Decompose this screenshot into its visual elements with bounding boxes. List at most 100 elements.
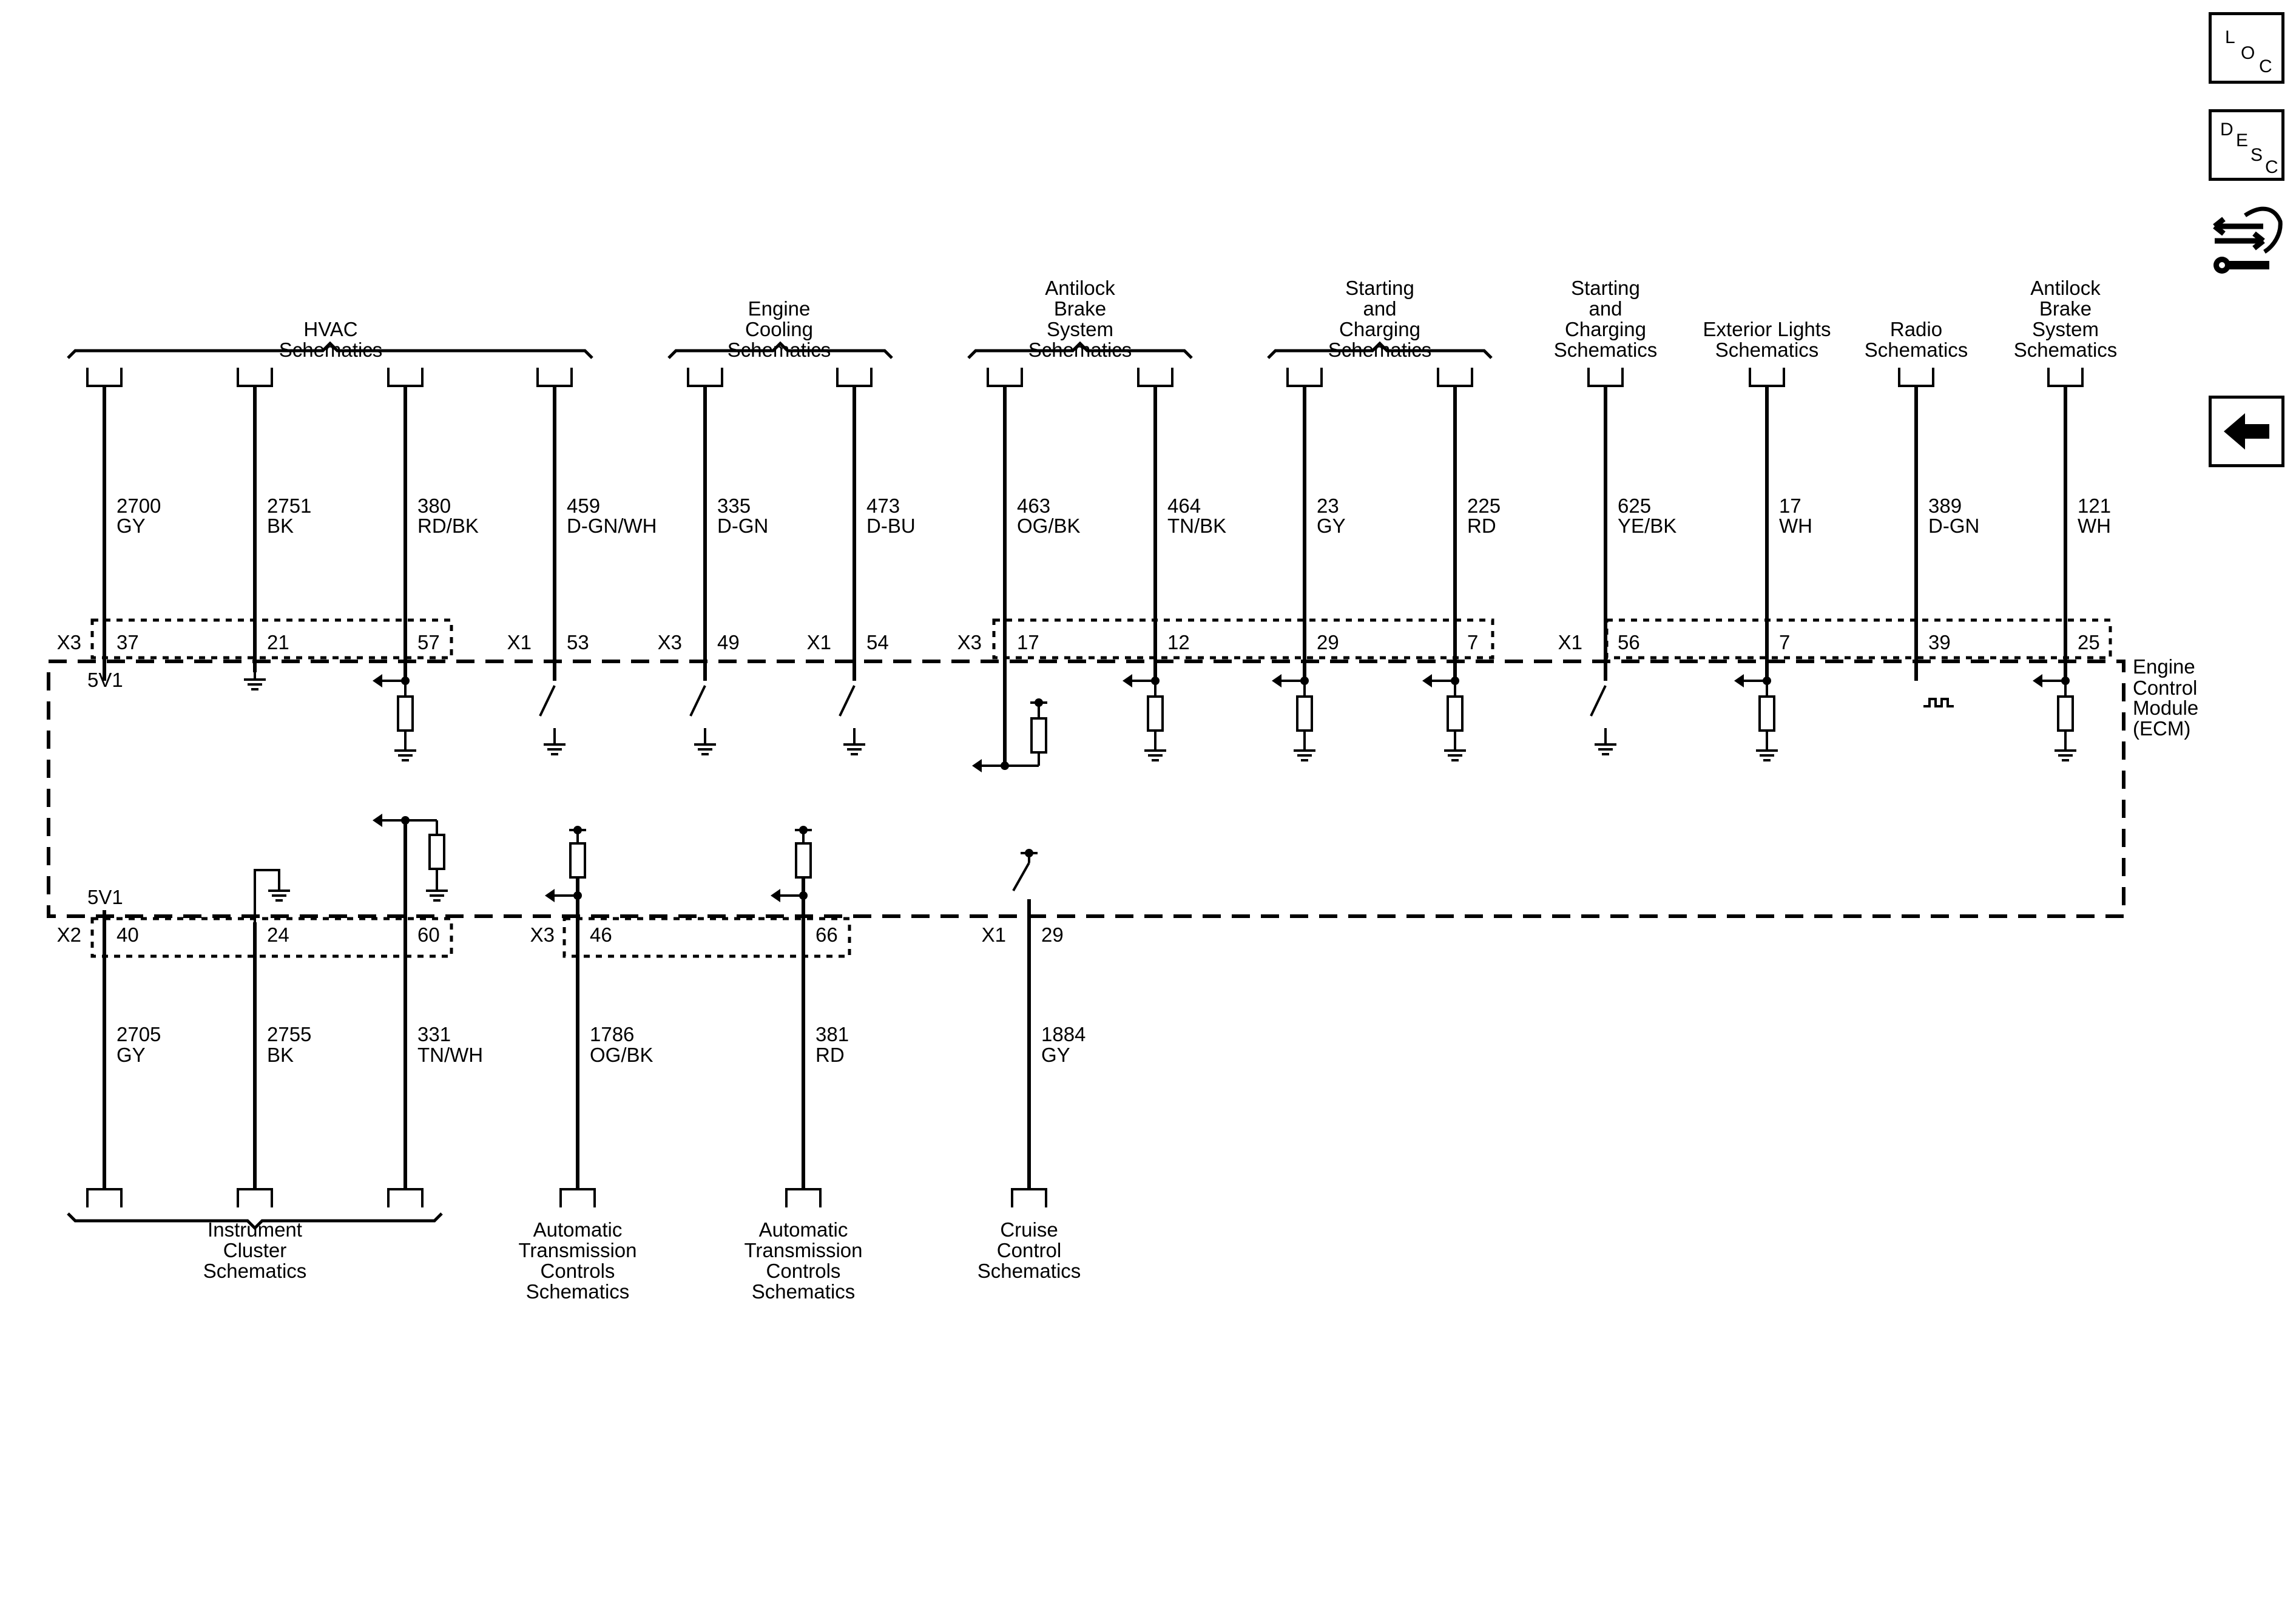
terminal-cavity — [836, 368, 873, 387]
bracket — [967, 341, 1193, 359]
wire-color: YE/BK — [1618, 515, 1676, 537]
terminal-cavity — [536, 368, 573, 387]
ecm-internal-symbols — [103, 658, 2076, 922]
terminal-cavity — [1011, 1188, 1047, 1207]
back-arrow-icon — [2224, 413, 2269, 450]
destination-label: Controls — [541, 1260, 615, 1282]
pin-number: 49 — [717, 631, 740, 653]
back-button[interactable] — [2209, 396, 2284, 467]
signal-arrow-icon — [373, 674, 382, 687]
loc-letter: O — [2241, 43, 2255, 63]
destination-label: Brake — [2039, 297, 2092, 320]
pin-number: 29 — [1317, 631, 1339, 653]
pin-number: 24 — [267, 923, 289, 946]
signal-arrow-icon — [1734, 674, 1744, 687]
destination-label: HVAC — [303, 318, 357, 340]
connector-id: X3 — [658, 631, 682, 653]
pin-number: 53 — [567, 631, 589, 653]
pin-number: 12 — [1167, 631, 1190, 653]
ecm-module-label: Engine Control Module (ECM) — [2133, 655, 2198, 740]
connector-outlines — [90, 618, 2112, 958]
wire-number: 1786 — [590, 1023, 634, 1045]
terminal-cavity — [86, 368, 123, 387]
terminal-cavity — [86, 1188, 123, 1207]
destination-label: and — [1363, 297, 1396, 320]
pin-number: 17 — [1017, 631, 1039, 653]
wire-number: 625 — [1618, 495, 1651, 517]
pin-number: 56 — [1618, 631, 1640, 653]
destination-label: Starting — [1571, 277, 1640, 299]
pin-number: 7 — [1467, 631, 1478, 653]
destination-label: Schematics — [977, 1260, 1081, 1282]
reference-label: 5V1 — [87, 886, 123, 908]
connector-outline — [1605, 618, 2112, 660]
ecm-module-outline — [47, 660, 2125, 918]
pin-number: 37 — [116, 631, 139, 653]
signal-arrow-icon — [2033, 674, 2042, 687]
terminal-cavity — [387, 1188, 424, 1207]
connector-id: X2 — [57, 923, 81, 946]
destination-label: Schematics — [752, 1280, 856, 1303]
desc-letter: E — [2236, 130, 2249, 150]
switch-icon — [839, 685, 856, 717]
resistor-icon — [569, 842, 586, 879]
destination-label: Automatic — [759, 1218, 848, 1241]
switch-icon — [539, 685, 556, 717]
pin-number: 46 — [590, 923, 612, 946]
pin-number: 54 — [866, 631, 889, 653]
connector-outline — [992, 618, 1494, 660]
wire-number: 463 — [1017, 495, 1050, 517]
terminal-cavity — [1286, 368, 1323, 387]
terminal-cavity — [559, 1188, 596, 1207]
terminal-cavity — [237, 1188, 273, 1207]
wire-number: 17 — [1779, 495, 1801, 517]
connector-id: X3 — [57, 631, 81, 653]
resistor-icon — [795, 842, 812, 879]
destination-label: Schematics — [728, 339, 831, 361]
destination-label: Controls — [766, 1260, 841, 1282]
signal-arrow-icon — [771, 889, 780, 902]
destination-label: Control — [997, 1239, 1061, 1261]
desc-button[interactable]: D E S C — [2209, 109, 2284, 181]
destination-label: and — [1589, 297, 1622, 320]
switch-icon — [689, 685, 706, 717]
wire-labels: 2700GY37X35V12751BK21380RD/BK57459D-GN/W… — [57, 277, 2118, 1303]
ecm-label-line: Control — [2133, 677, 2197, 699]
square-wave-icon — [1923, 698, 1954, 707]
signal-arrow-icon — [545, 889, 555, 902]
connector-id: X1 — [807, 631, 831, 653]
wires — [86, 368, 2084, 1207]
switch-icon — [1012, 862, 1030, 891]
loc-button[interactable]: L O C — [2209, 12, 2284, 84]
destination-label: Schematics — [1028, 339, 1132, 361]
terminal-cavity — [387, 368, 424, 387]
wire-color: D-BU — [866, 515, 916, 537]
destination-label: Schematics — [526, 1280, 630, 1303]
destination-brackets — [67, 341, 1493, 1230]
terminal-cavity — [987, 368, 1023, 387]
wire-number: 23 — [1317, 495, 1339, 517]
wire-number: 389 — [1928, 495, 1962, 517]
destination-label: Schematics — [1715, 339, 1819, 361]
connector-tool-icon[interactable] — [2209, 197, 2284, 279]
destination-label: System — [2032, 318, 2099, 340]
terminal-cavity — [2047, 368, 2084, 387]
wire-number: 2751 — [267, 495, 311, 517]
terminal-cavity — [785, 1188, 822, 1207]
resistor-icon — [1030, 717, 1047, 754]
wire-number: 464 — [1167, 495, 1201, 517]
destination-label: Antilock — [2030, 277, 2101, 299]
wire-number: 331 — [417, 1023, 451, 1045]
destination-label: Cooling — [745, 318, 813, 340]
loc-letter: L — [2225, 27, 2235, 47]
terminal-cavity — [1749, 368, 1785, 387]
destination-label: Schematics — [1328, 339, 1432, 361]
connector-outline — [562, 917, 851, 958]
wire-color: WH — [1779, 515, 1812, 537]
wire-number: 121 — [2078, 495, 2111, 517]
resistor-icon — [397, 695, 414, 732]
wire-number: 225 — [1467, 495, 1501, 517]
wire-color: OG/BK — [1017, 515, 1081, 537]
pin-number: 21 — [267, 631, 289, 653]
